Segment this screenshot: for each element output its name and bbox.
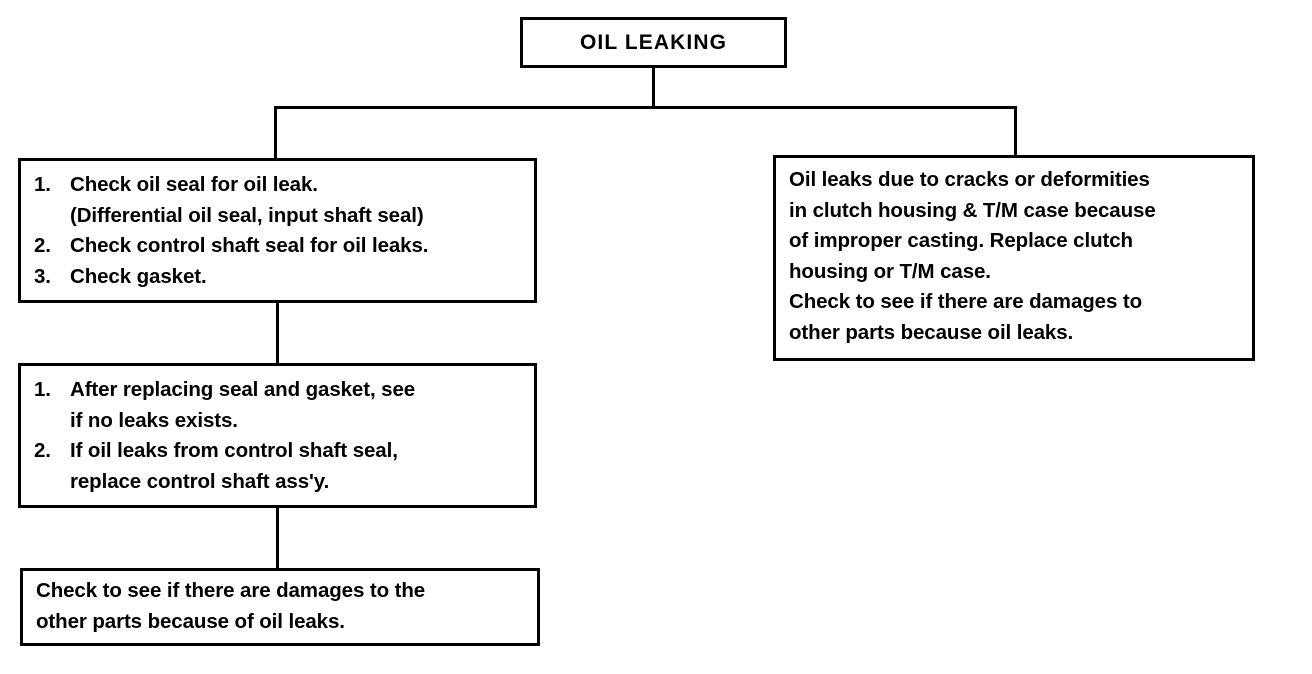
- list-item: 1. After replacing seal and gasket, see: [34, 375, 415, 406]
- connector-branch-bar: [274, 106, 1017, 109]
- connector-left-box2-to-box3: [276, 506, 279, 570]
- left-box-3: Check to see if there are damages to the…: [20, 568, 540, 646]
- list-item: 3. Check gasket.: [34, 262, 428, 293]
- list-item-continuation: (Differential oil seal, input shaft seal…: [70, 203, 424, 227]
- list-item: 2. Check control shaft seal for oil leak…: [34, 231, 428, 262]
- list-item: 2. If oil leaks from control shaft seal,: [34, 436, 415, 467]
- list-item-marker: 3.: [34, 264, 51, 288]
- connector-drop-left: [274, 106, 277, 160]
- list-item-text: Check control shaft seal for oil leaks.: [70, 234, 429, 257]
- left-box-1: 1. Check oil seal for oil leak. (Differe…: [18, 158, 537, 303]
- text-line: Check to see if there are damages to: [789, 290, 1143, 313]
- list-item-text: Check gasket.: [70, 264, 207, 288]
- list-item-text: If oil leaks from control shaft seal,: [70, 439, 398, 462]
- left-box-1-text: 1. Check oil seal for oil leak. (Differe…: [34, 170, 428, 292]
- right-box-1-text: Oil leaks due to cracks or deformities i…: [789, 165, 1156, 348]
- right-box-1: Oil leaks due to cracks or deformities i…: [773, 155, 1255, 361]
- connector-title-to-branch: [652, 68, 655, 109]
- connector-left-box1-to-box2: [276, 301, 279, 365]
- list-item-marker: 2.: [34, 234, 51, 257]
- title-box: OIL LEAKING: [520, 17, 787, 68]
- left-box-3-text: Check to see if there are damages to the…: [36, 576, 425, 637]
- list-item-text: After replacing seal and gasket, see: [70, 378, 416, 401]
- text-line: Check to see if there are damages to the: [36, 579, 426, 602]
- left-box-2-text: 1. After replacing seal and gasket, see …: [34, 375, 415, 497]
- text-line: other parts because of oil leaks.: [36, 609, 345, 633]
- list-item-marker: 1.: [34, 378, 51, 401]
- left-box-2: 1. After replacing seal and gasket, see …: [18, 363, 537, 508]
- text-line: other parts because oil leaks.: [789, 320, 1074, 344]
- list-item: 1. Check oil seal for oil leak.: [34, 170, 428, 201]
- list-item-continuation: replace control shaft ass'y.: [70, 469, 330, 493]
- list-item-continuation: if no leaks exists.: [70, 408, 238, 432]
- text-line: in clutch housing & T/M case because: [789, 198, 1156, 222]
- title-box-label: OIL LEAKING: [579, 31, 728, 54]
- connector-drop-right: [1014, 106, 1017, 157]
- text-line: of improper casting. Replace clutch: [789, 229, 1133, 252]
- text-line: housing or T/M case.: [789, 259, 991, 283]
- list-item-marker: 2.: [34, 439, 51, 462]
- text-line: Oil leaks due to cracks or deformities: [789, 168, 1150, 191]
- list-item-text: Check oil seal for oil leak.: [70, 173, 318, 196]
- list-item-marker: 1.: [34, 173, 51, 196]
